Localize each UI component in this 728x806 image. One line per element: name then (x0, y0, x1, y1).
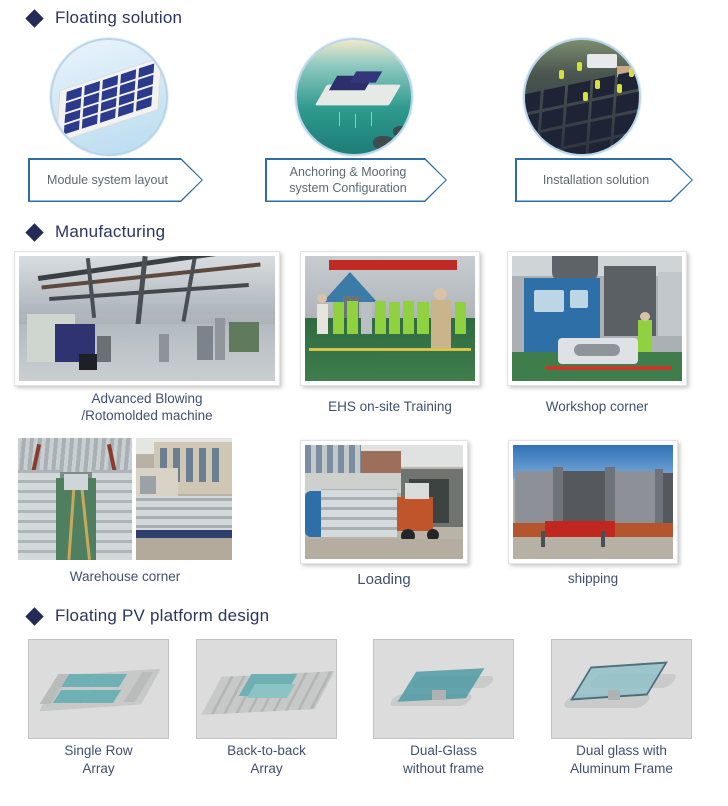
manufacturing-photo-1[interactable] (14, 251, 280, 386)
staff-training-photo (305, 256, 475, 381)
back-to-back-array-render (196, 639, 337, 739)
worker-icon (617, 84, 622, 93)
truck-icon (587, 54, 617, 68)
design-card-1[interactable] (28, 639, 169, 739)
manufacturing-caption-5: Loading (357, 571, 411, 588)
manufacturing-caption-2: EHS on-site Training (328, 399, 452, 414)
solar-panel-raft-illustration (55, 57, 163, 144)
worker-icon (583, 92, 588, 101)
design-caption-2: Back-to-back Array (227, 743, 306, 776)
anchoring-mooring-image (295, 38, 413, 156)
diamond-bullet-icon (25, 606, 44, 626)
container-trucks-photo (513, 445, 673, 559)
blow-molding-machine-photo (512, 256, 682, 381)
manufacturing-caption-4: Warehouse corner (69, 569, 181, 584)
photo-frame (507, 251, 687, 386)
raft-panel-secondary-icon (349, 71, 383, 83)
manufacturing-caption-6: shipping (567, 571, 619, 586)
manufacturing-photo-6[interactable] (508, 440, 678, 564)
worker-icon (559, 70, 564, 79)
manufacturing-caption-3: Workshop corner (545, 399, 649, 414)
diamond-bullet-icon (25, 222, 44, 242)
dual-glass-aluminum-frame-render (551, 639, 692, 739)
section-title: Floating PV platform design (55, 606, 270, 625)
chevron-label: Anchoring & Mooring system Configuration (267, 160, 446, 201)
design-card-3[interactable] (373, 639, 514, 739)
aerial-panel-grid (525, 65, 639, 154)
manufacturing-caption-1: Advanced Blowing /Rotomolded machine (81, 391, 213, 424)
design-caption-4: Dual glass with Aluminum Frame (570, 743, 673, 776)
manufacturing-photo-4a[interactable] (18, 438, 132, 560)
worker-icon (629, 68, 634, 77)
manufacturing-photo-4b[interactable] (136, 438, 232, 560)
warehouse-yard-photo (136, 438, 232, 560)
section-header-platform-design: Floating PV platform design (25, 606, 270, 626)
manufacturing-photo-5[interactable] (300, 440, 468, 564)
section-header-floating-solution: Floating solution (25, 8, 183, 28)
rock-icon (393, 126, 410, 137)
module-system-layout-image (50, 38, 168, 156)
design-caption-3: Dual-Glass without frame (402, 743, 485, 776)
forklift-loading-photo (305, 445, 463, 559)
diamond-bullet-icon (25, 8, 44, 28)
chevron-label: Module system layout (30, 160, 202, 201)
single-row-array-render (28, 639, 169, 739)
installation-solution-image (523, 38, 641, 156)
section-title: Manufacturing (55, 222, 166, 241)
chevron-installation-solution[interactable]: Installation solution (515, 158, 693, 202)
design-caption-1: Single Row Array (64, 743, 133, 776)
design-card-2[interactable] (196, 639, 337, 739)
design-card-4[interactable] (551, 639, 692, 739)
floating-solution-item-2[interactable] (295, 38, 413, 156)
floating-solution-item-1[interactable] (50, 38, 168, 156)
worker-icon (595, 80, 600, 89)
photo-frame (508, 440, 678, 564)
floating-solution-item-3[interactable] (523, 38, 641, 156)
photo-frame (300, 440, 468, 564)
photo-frame (136, 438, 232, 560)
manufacturing-photo-2[interactable] (300, 251, 480, 386)
section-title: Floating solution (55, 8, 183, 27)
worker-icon (577, 62, 582, 71)
dual-glass-no-frame-render (373, 639, 514, 739)
chevron-module-system-layout[interactable]: Module system layout (28, 158, 203, 202)
photo-frame (18, 438, 132, 560)
chevron-label: Installation solution (517, 160, 692, 201)
manufacturing-photo-3[interactable] (507, 251, 687, 386)
rock-icon (373, 136, 395, 150)
warehouse-aisle-photo (18, 438, 132, 560)
factory-interior-photo (19, 256, 275, 381)
photo-frame (14, 251, 280, 386)
chevron-anchoring-mooring[interactable]: Anchoring & Mooring system Configuration (265, 158, 447, 202)
photo-frame (300, 251, 480, 386)
section-header-manufacturing: Manufacturing (25, 222, 166, 242)
